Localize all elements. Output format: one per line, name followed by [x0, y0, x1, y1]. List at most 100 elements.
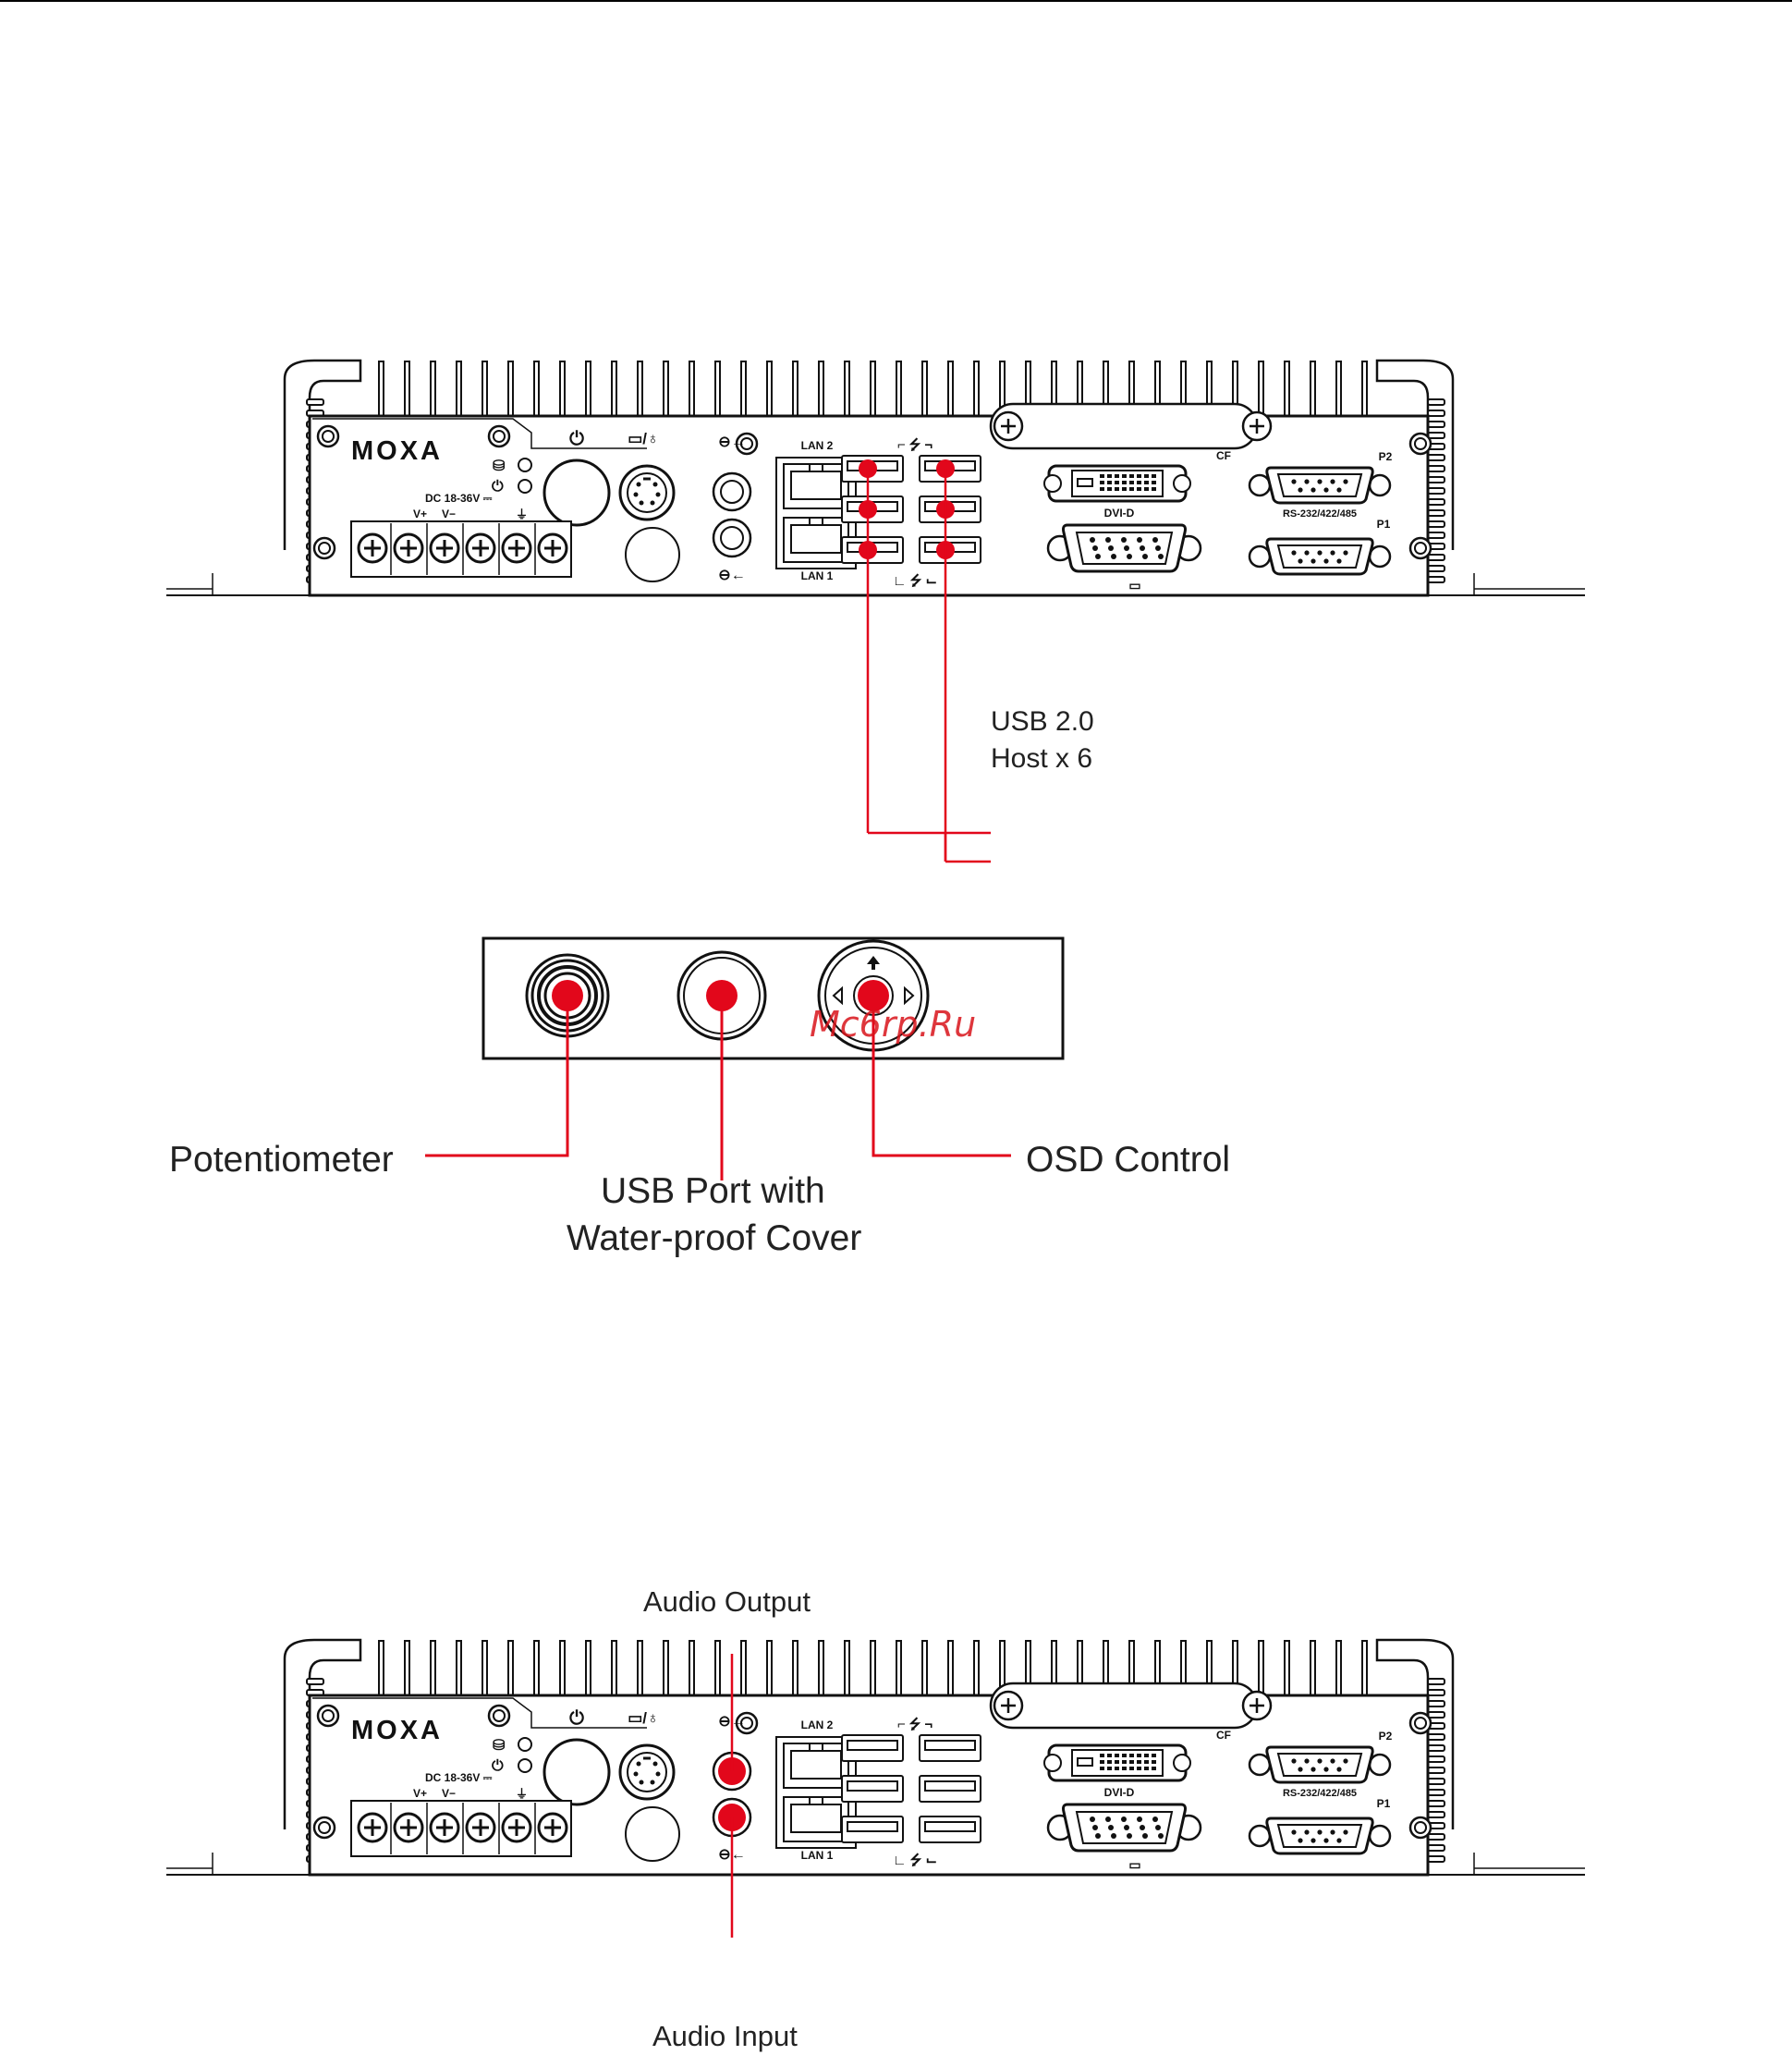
usb-ports: [841, 455, 981, 564]
dvi-port: [1043, 1743, 1191, 1782]
watermark: Mc6rp.Ru: [810, 1004, 977, 1045]
power-icon: ⏻: [569, 1708, 584, 1729]
keyboard-mouse-icon: ▭/♁: [628, 1709, 659, 1727]
callout-host-x-6: Host x 6: [991, 743, 1093, 774]
hdd-led: [518, 458, 532, 472]
p2-label: P2: [1379, 450, 1393, 463]
usb-icon-top: ⌐ ⭍ ¬: [897, 437, 933, 453]
audio-output-icon: ⊖→: [718, 434, 745, 450]
lan1-label: LAN 1: [801, 569, 834, 582]
lan1-port: [783, 517, 849, 563]
serial-port-p1: [1248, 537, 1392, 576]
callout-audio-input: Audio Input: [652, 2020, 798, 2052]
hdd-led: [518, 1737, 532, 1752]
moxa-logo: MOXA: [351, 1716, 443, 1745]
p2-label: P2: [1379, 1730, 1393, 1743]
handle-right: [1375, 359, 1455, 550]
keyboard-mouse-icon: ▭/♁: [628, 430, 659, 447]
vga-port: [1046, 523, 1202, 573]
usb-icon-bottom: ∟ ⭍ ⌙: [893, 1853, 937, 1868]
callout-potentiometer: Potentiometer: [169, 1140, 394, 1180]
v-plus-label: V+: [413, 508, 427, 520]
audio-output-jack: [712, 471, 752, 512]
usb-ports: [841, 1734, 981, 1843]
usb-icon-bottom: ∟ ⭍ ⌙: [893, 573, 937, 589]
control-panel-diagram: [425, 936, 1065, 1180]
callout-usb-2-0: USB 2.0: [991, 706, 1094, 737]
lan2-port: [783, 1743, 849, 1789]
mount-screw: [316, 1704, 340, 1728]
lan1-port: [783, 1796, 849, 1842]
terminal-block: [357, 1803, 572, 1854]
power-rating-label: DC 18-36V ⎓: [425, 1771, 493, 1784]
ps2-port: [618, 464, 676, 521]
v-minus-label: V−: [442, 1787, 456, 1800]
power-led: [518, 1758, 532, 1773]
handle-left: [283, 359, 362, 550]
cf-slot-cover: [989, 1682, 1273, 1730]
mount-screw: [312, 536, 336, 560]
dvi-label: DVI-D: [1104, 507, 1135, 520]
audio-output-jack: [712, 1751, 752, 1792]
lan2-label: LAN 2: [801, 1719, 834, 1731]
v-minus-label: V−: [442, 508, 456, 520]
mount-screw: [1408, 432, 1432, 456]
handle-left: [283, 1638, 362, 1829]
callout-audio-output: Audio Output: [643, 1585, 811, 1618]
mount-screw: [1408, 1816, 1432, 1840]
vga-icon: ▭: [1128, 578, 1140, 593]
mount-screw: [735, 432, 759, 456]
p1-label: P1: [1377, 1797, 1391, 1810]
cf-slot-cover: [989, 402, 1273, 450]
p1-label: P1: [1377, 518, 1391, 531]
mount-screw: [312, 1816, 336, 1840]
ps2-port: [618, 1743, 676, 1801]
hdd-led-icon: ⛁: [493, 1738, 506, 1754]
top-rule: [0, 0, 1792, 2]
usb-icon-top: ⌐ ⭍ ¬: [897, 1717, 933, 1732]
vga-port: [1046, 1803, 1202, 1853]
mount-screw: [316, 424, 340, 448]
serial-port-p2: [1248, 466, 1392, 505]
dummy-plug: [625, 1806, 680, 1862]
serial-label: RS-232/422/485: [1283, 508, 1357, 520]
hdd-led-icon: ⛁: [493, 459, 506, 474]
terminal-block: [357, 523, 572, 575]
mount-screw: [1408, 1711, 1432, 1735]
cf-label: CF: [1216, 449, 1231, 462]
mount-screw: [735, 1711, 759, 1735]
ground-icon: ⏚: [516, 1787, 528, 1801]
moxa-logo: MOXA: [351, 436, 443, 466]
dummy-plug: [625, 527, 680, 582]
power-icon: ⏻: [569, 429, 584, 449]
serial-label: RS-232/422/485: [1283, 1788, 1357, 1799]
lan1-label: LAN 1: [801, 1849, 834, 1862]
mount-screw: [487, 1704, 511, 1728]
callout-osd-control: OSD Control: [1026, 1140, 1231, 1180]
callout-usb-port-with: USB Port with: [601, 1171, 825, 1211]
serial-port-p2: [1248, 1745, 1392, 1784]
power-led-icon: ⏻: [492, 479, 504, 495]
mount-screw: [487, 424, 511, 448]
power-led-icon: ⏻: [492, 1758, 504, 1774]
audio-input-icon: ⊖←: [718, 568, 745, 583]
power-rating-label: DC 18-36V ⎓: [425, 492, 493, 505]
power-led: [518, 479, 532, 494]
audio-input-jack: [712, 518, 752, 558]
lan2-port: [783, 463, 849, 509]
vga-icon: ▭: [1128, 1857, 1140, 1872]
power-button: [542, 459, 611, 527]
dvi-label: DVI-D: [1104, 1786, 1135, 1799]
handle-right: [1375, 1638, 1455, 1829]
lan2-label: LAN 2: [801, 439, 834, 452]
ground-icon: ⏚: [516, 508, 528, 521]
mount-screw: [1408, 536, 1432, 560]
dvi-port: [1043, 464, 1191, 503]
v-plus-label: V+: [413, 1787, 427, 1800]
serial-port-p1: [1248, 1816, 1392, 1855]
power-button: [542, 1738, 611, 1806]
cf-label: CF: [1216, 1729, 1231, 1742]
callout-water-proof-cover: Water-proof Cover: [567, 1218, 862, 1258]
